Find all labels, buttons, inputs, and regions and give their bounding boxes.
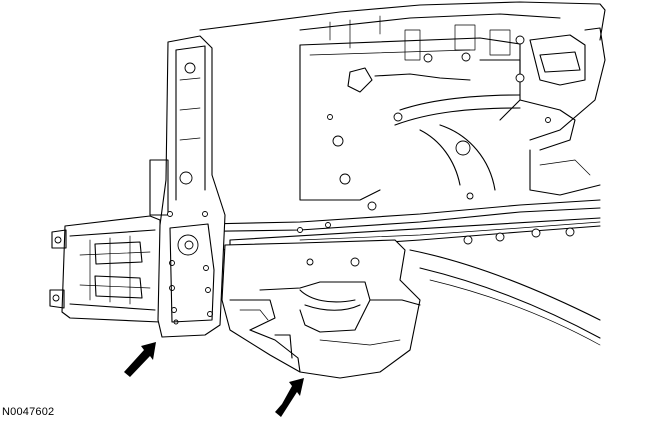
cowl-panel [199, 1, 606, 211]
lower-apron-member [221, 239, 421, 379]
callout-arrow-center [275, 378, 304, 417]
radiator-support-pillar [149, 35, 226, 338]
callout-arrow-left [124, 342, 156, 377]
figure-id-label: N0047602 [2, 406, 55, 418]
bumper-bracket-assembly [49, 215, 161, 323]
